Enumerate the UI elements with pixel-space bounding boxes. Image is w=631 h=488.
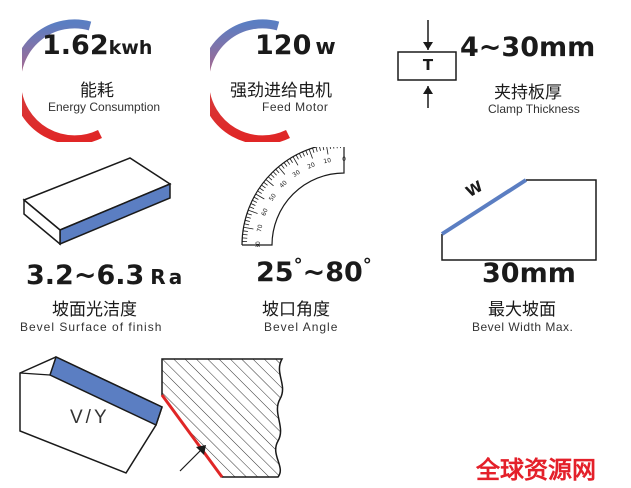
width-en-label: Bevel Width Max. bbox=[472, 320, 574, 334]
protractor-tick bbox=[283, 162, 288, 167]
clamp-t-label: T bbox=[422, 56, 434, 74]
angle-sep: ~ bbox=[302, 257, 326, 288]
angle-cn-label: 坡口角度 bbox=[262, 300, 330, 320]
protractor-tick bbox=[252, 199, 257, 203]
energy-arc-icon bbox=[22, 19, 102, 142]
surface-cn-label: 坡面光洁度 bbox=[52, 300, 137, 320]
surface-en-label: Bevel Surface of finish bbox=[20, 320, 163, 334]
protractor-tick bbox=[295, 154, 299, 160]
protractor-tick bbox=[289, 158, 293, 163]
protractor-tick bbox=[242, 233, 248, 236]
width-cn-label: 最大坡面 bbox=[488, 300, 556, 320]
protractor-tick bbox=[257, 190, 262, 194]
protractor-tick bbox=[292, 156, 299, 166]
clamp-cn-label: 夹持板厚 bbox=[494, 83, 562, 103]
protractor-scale-label: 30 bbox=[291, 169, 301, 179]
clamp-en-label: Clamp Thickness bbox=[488, 102, 580, 116]
protractor-tick bbox=[265, 179, 274, 187]
protractor-tick bbox=[244, 223, 250, 226]
vy-label: V/Y bbox=[70, 407, 110, 428]
protractor-scale-label: 80 bbox=[255, 241, 262, 247]
protractor-tick bbox=[255, 193, 265, 200]
protractor-tick bbox=[312, 147, 315, 153]
protractor-tick bbox=[242, 230, 248, 232]
motor-cn-label: 强劲进给电机 bbox=[230, 81, 332, 101]
energy-block: 1.62kwh 能耗 Energy Consumption bbox=[22, 12, 172, 142]
protractor-tick bbox=[278, 166, 286, 175]
protractor-tick bbox=[245, 216, 251, 219]
surface-plate-icon bbox=[22, 157, 172, 246]
protractor-tick bbox=[246, 213, 252, 216]
watermark-text: 全球资源网 bbox=[476, 456, 596, 484]
protractor-tick bbox=[329, 147, 331, 149]
angle-min: 25 bbox=[256, 257, 294, 288]
protractor-tick bbox=[305, 150, 309, 156]
protractor-tick bbox=[267, 176, 273, 181]
vy-plate-icon bbox=[19, 355, 163, 474]
protractor-tick bbox=[326, 147, 329, 155]
protractor-scale-label: 40 bbox=[278, 179, 288, 189]
energy-cn-label: 能耗 bbox=[80, 81, 114, 101]
protractor-tick bbox=[270, 173, 275, 178]
protractor-tick bbox=[298, 153, 302, 158]
width-value: 30mm bbox=[482, 258, 576, 289]
width-block: W 30mm 最大坡面 Bevel Width Max. bbox=[430, 170, 620, 350]
protractor-scale-label: 70 bbox=[256, 224, 264, 233]
energy-number: 1.62 bbox=[42, 30, 109, 61]
motor-unit: w bbox=[315, 35, 336, 60]
width-plate-icon bbox=[440, 178, 597, 261]
energy-value: 1.62kwh bbox=[42, 30, 152, 61]
angle-value: 25°~80° bbox=[256, 255, 372, 288]
surface-number: 3.2~6.3 bbox=[26, 260, 145, 291]
protractor-tick bbox=[250, 203, 256, 206]
angle-max: 80 bbox=[325, 257, 363, 288]
protractor-tick bbox=[272, 171, 277, 176]
protractor-tick bbox=[263, 181, 268, 186]
motor-en-label: Feed Motor bbox=[262, 100, 329, 114]
angle-deg-1: ° bbox=[293, 255, 303, 276]
protractor-tick bbox=[244, 219, 250, 222]
protractor-tick bbox=[333, 147, 335, 149]
protractor-scale-label: 10 bbox=[323, 157, 332, 165]
energy-unit: kwh bbox=[108, 37, 153, 59]
protractor-tick bbox=[259, 187, 264, 192]
protractor-tick bbox=[280, 164, 285, 169]
vy-block: V/Y bbox=[16, 345, 316, 485]
protractor-scale-label: 0 bbox=[342, 156, 346, 163]
clamp-diagram-icon bbox=[397, 20, 457, 108]
protractor-tick bbox=[319, 147, 321, 151]
energy-en-label: Energy Consumption bbox=[48, 100, 161, 114]
protractor-tick bbox=[322, 147, 325, 151]
angle-en-label: Bevel Angle bbox=[264, 320, 339, 334]
protractor-tick bbox=[253, 196, 259, 200]
angle-deg-2: ° bbox=[362, 255, 372, 276]
protractor-tick bbox=[243, 226, 254, 230]
motor-number: 120 bbox=[255, 30, 312, 61]
protractor-scale-label: 50 bbox=[268, 192, 278, 202]
protractor-tick bbox=[261, 184, 266, 189]
protractor-tick bbox=[286, 160, 291, 165]
motor-arc-icon bbox=[210, 19, 290, 142]
protractor-tick bbox=[249, 206, 255, 210]
protractor-tick bbox=[302, 151, 305, 157]
clamp-value: 4~30mm bbox=[460, 32, 596, 63]
hatched-section-icon bbox=[160, 358, 284, 478]
protractor-tick bbox=[308, 149, 313, 159]
protractor-tick bbox=[275, 168, 280, 174]
surface-unit: Ra bbox=[150, 265, 186, 289]
protractor-tick bbox=[248, 209, 258, 214]
protractor-tick bbox=[315, 147, 318, 152]
clamp-block: T 4~30mm 夹持板厚 Clamp Thickness bbox=[390, 14, 620, 124]
protractor-scale-label: 20 bbox=[306, 161, 316, 170]
protractor-scale-label: 60 bbox=[260, 207, 269, 217]
